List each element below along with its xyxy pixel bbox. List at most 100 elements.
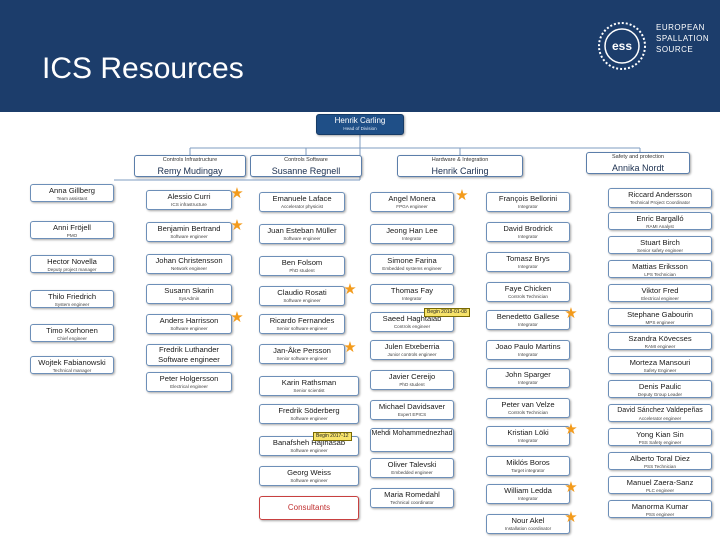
dept-lead-name: Remy Mudingay — [157, 166, 223, 176]
person-name: Benedetto Gallese — [496, 312, 560, 321]
person-name: Joao Paulo Martins — [495, 342, 561, 351]
person-box: Manuel Zaera-Sanz PLC engineer — [608, 476, 712, 494]
person-role: Accelerator physicist — [280, 204, 324, 209]
person-name: Faye Chicken — [504, 284, 552, 293]
person-name: Miklós Boros — [506, 458, 550, 467]
person-box: Mehdi Mohammednezhad — [370, 428, 454, 452]
person-name: Peter Holgersson — [159, 374, 219, 383]
person-role: Integrator — [518, 380, 538, 385]
dept-lead-name: Annika Nordt — [611, 163, 665, 173]
person-role: LPS Technician — [644, 272, 676, 277]
person-role: Technical coordinator — [390, 500, 434, 505]
person-box: Manorma Kumar PSS engineer — [608, 500, 712, 518]
person-name: Enric Bargalló — [636, 214, 684, 223]
person-box: Peter Holgersson Electrical engineer — [146, 372, 232, 392]
start-date-badge: Begin 2017-12 — [313, 432, 352, 441]
dept-lead-name: Henrik Carling — [431, 166, 489, 176]
person-box: Stuart Birch Senior safety engineer — [608, 236, 712, 254]
person-name: Szandra Kövecses — [628, 334, 692, 343]
person-name: Yong Kian Sin — [636, 430, 684, 439]
person-role: PLC engineer — [645, 488, 675, 493]
person-role: Software engineer — [283, 298, 321, 303]
header-banner: ICS Resources ess EUROPEAN SPALLATION SO… — [0, 0, 720, 112]
person-name: William Ledda — [504, 486, 552, 495]
person-box: Yong Kian Sin PSS Safety engineer — [608, 428, 712, 446]
person-role: MPS engineer — [645, 320, 675, 325]
person-box: Kristian Löki Integrator — [486, 426, 570, 446]
person-role: Electrical engineer — [170, 384, 208, 389]
person-box: David Brodrick Integrator — [486, 222, 570, 242]
person-box: Susann Skarin SysAdmin — [146, 284, 232, 304]
person-name: Manuel Zaera-Sanz — [626, 478, 694, 487]
person-role: Controls engineer — [393, 324, 431, 329]
person-name: Wojtek Fabianowski — [38, 358, 106, 367]
person-role: Integrator — [518, 204, 538, 209]
person-box: Michael Davidsaver Expert EPICS — [370, 400, 454, 420]
person-role: Integrator — [402, 236, 422, 241]
person-role: PhD student — [399, 382, 425, 387]
person-role: Controls Technician — [507, 410, 548, 415]
person-role: PMO — [66, 233, 78, 238]
person-name: Denis Paulic — [638, 382, 682, 391]
star-icon: ★ — [564, 479, 578, 496]
person-role: PSS Technician — [643, 464, 677, 469]
person-name: Peter van Velze — [501, 400, 555, 409]
dept-lead-name: Susanne Regnell — [271, 166, 341, 176]
person-name: Oliver Talevski — [387, 460, 437, 469]
person-name: Johan Christensson — [155, 256, 223, 265]
person-name: David Sánchez Valdepeñas — [617, 407, 703, 414]
person-box: Viktor Fred Electrical engineer — [608, 284, 712, 302]
person-role: Integrator — [518, 438, 538, 443]
logo-wordmark: EUROPEAN SPALLATION SOURCE — [656, 22, 709, 55]
person-box: Alberto Toral Diez PSS Technician — [608, 452, 712, 470]
person-role: System engineer — [54, 302, 90, 307]
person-name: Jan-Åke Persson — [273, 346, 331, 355]
person-role: Integrator — [402, 296, 422, 301]
person-role: Software engineer — [290, 478, 328, 483]
person-box: Nour Akel Installation coordinator — [486, 514, 570, 534]
person-box: Joao Paulo Martins Integrator — [486, 340, 570, 360]
person-name: Karin Rathsman — [281, 378, 337, 387]
dept-label: Safety and protection — [612, 154, 664, 160]
person-role: Accelerator engineer — [638, 416, 682, 421]
staff-box: Wojtek Fabianowski Technical manager — [30, 356, 114, 374]
person-box: Enric Bargalló RAMI Analyst — [608, 212, 712, 230]
person-name: Ben Folsom — [281, 258, 323, 267]
staff-box: Anna Gillberg Team assistant — [30, 184, 114, 202]
person-box: Peter van Velze Controls Technician — [486, 398, 570, 418]
person-role: Installation coordinator — [504, 526, 552, 531]
person-box: Ricardo Fernandes Senior software engine… — [259, 314, 345, 334]
person-role: Target integrator — [511, 468, 545, 473]
person-name: Anna Gillberg — [48, 186, 95, 195]
star-icon: ★ — [564, 509, 578, 526]
person-name: Fredrik Söderberg — [278, 406, 340, 415]
person-role: Software engineer — [283, 236, 321, 241]
person-box: Julen Etxeberria Junior controls enginee… — [370, 340, 454, 360]
person-box: Mattias Eriksson LPS Technician — [608, 260, 712, 278]
person-role: Embedded engineer — [391, 470, 433, 475]
person-name: Susann Skarin — [164, 286, 214, 295]
head-of-division-box: Henrik Carling Head of Division — [316, 114, 404, 135]
person-name: Alessio Curri — [167, 192, 211, 201]
ess-logo-icon: ess — [598, 22, 646, 70]
person-name: Nour Akel — [511, 516, 545, 525]
person-box: Jeong Han Lee Integrator — [370, 224, 454, 244]
person-name: Claudio Rosati — [277, 288, 327, 297]
person-name: Emanuele Laface — [272, 194, 332, 203]
person-name: John Sparger — [505, 370, 551, 379]
person-name: Georg Weiss — [287, 468, 331, 477]
staff-box: Hector Novella Deputy project manager — [30, 255, 114, 273]
staff-box: Timo Korhonen Chief engineer — [30, 324, 114, 342]
person-box: Fredrik Söderberg Software engineer — [259, 404, 359, 424]
person-name: Ricardo Fernandes — [269, 316, 335, 325]
person-name: Thomas Fay — [390, 286, 434, 295]
person-box: Maria Romedahl Technical coordinator — [370, 488, 454, 508]
page-title: ICS Resources — [42, 52, 244, 85]
person-box: Benedetto Gallese Integrator — [486, 310, 570, 330]
person-box: Tomasz Brys Integrator — [486, 252, 570, 272]
dept-label: Hardware & Integration — [431, 157, 489, 163]
person-role: Integrator — [518, 322, 538, 327]
person-box: Simone Farina Embedded systems engineer — [370, 254, 454, 274]
person-name: François Bellorini — [498, 194, 558, 203]
person-role: Senior scientist — [293, 388, 325, 393]
